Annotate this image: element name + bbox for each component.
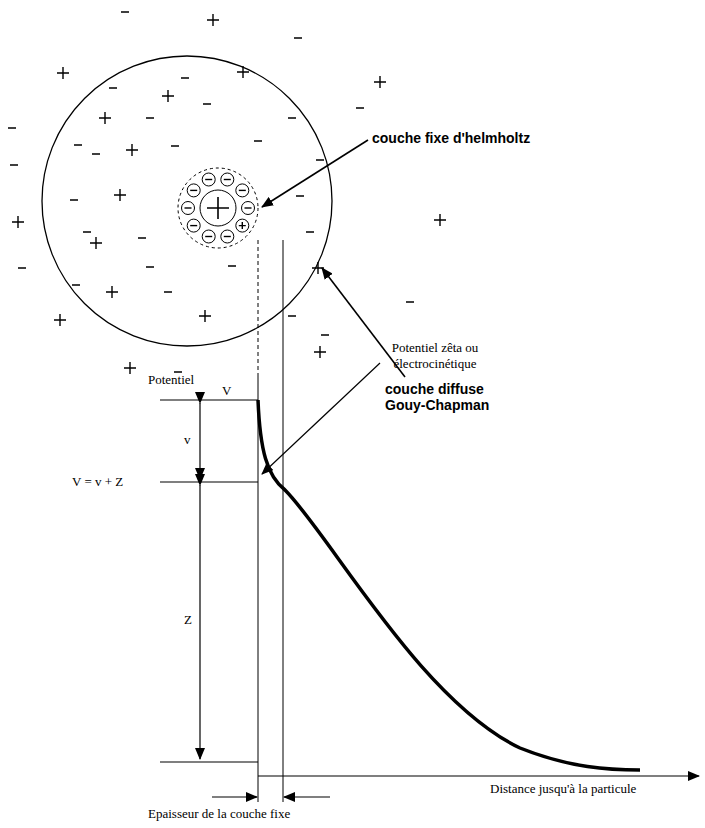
layer-boundary-line <box>283 375 284 802</box>
diffuse-layer-boundary <box>42 56 332 346</box>
core-charge <box>207 197 229 219</box>
potential-curve <box>258 400 640 770</box>
thickness-arrow <box>212 796 257 797</box>
ion-symbol <box>236 184 249 197</box>
zeta-label: Potentiel zêta ou électrocinétique <box>365 340 505 372</box>
particle-core <box>200 190 236 226</box>
leader-arrow <box>262 140 368 207</box>
ion-sign <box>190 190 197 191</box>
ion-sign <box>239 190 246 191</box>
ion-sign <box>224 236 231 237</box>
thickness-arrow <box>284 796 330 797</box>
ion-sign <box>245 207 252 208</box>
layer-label: couche fixe d'helmholtz <box>372 130 530 146</box>
adsorbed-ions <box>182 173 255 243</box>
level-line <box>160 399 258 400</box>
thickness-label: Epaisseur de la couche fixe <box>148 806 290 822</box>
shear-plane-line <box>283 240 284 375</box>
ion-sign <box>224 179 231 180</box>
equation-label: V = v + Z <box>72 474 123 490</box>
ion-sign <box>205 236 212 237</box>
ion-symbol <box>182 202 195 215</box>
layer-label: couche diffuse Gouy-Chapman <box>385 381 510 413</box>
ion-symbol <box>221 173 234 186</box>
positive-ion-signs <box>12 14 446 374</box>
level-line <box>160 761 258 762</box>
layer-boundary-line <box>258 375 259 802</box>
distance-axis <box>258 775 699 776</box>
helmholtz-plane-line <box>258 240 259 375</box>
leader-arrow <box>262 363 380 474</box>
dimension-arrow <box>199 485 200 759</box>
ion-sign <box>239 222 246 229</box>
potential-symbol: V <box>222 383 231 399</box>
leader-arrow <box>322 268 405 377</box>
potential-symbol: v <box>184 432 191 448</box>
ion-symbol <box>202 230 215 243</box>
negative-ion-signs <box>8 12 414 372</box>
ion-sign <box>185 207 192 208</box>
ion-symbol <box>221 230 234 243</box>
ion-symbol <box>242 202 255 215</box>
ion-symbol <box>236 219 249 232</box>
ion-symbol <box>187 184 200 197</box>
axis-label: Distance jusqu'à la particule <box>490 781 636 797</box>
potential-symbol: Z <box>184 612 192 628</box>
ion-symbol <box>202 173 215 186</box>
helmholtz-boundary <box>178 168 258 248</box>
ion-sign <box>190 225 197 226</box>
ion-sign <box>205 179 212 180</box>
level-line <box>160 481 258 482</box>
axis-label: Potentiel <box>148 372 194 388</box>
ion-symbol <box>187 219 200 232</box>
dimension-arrow <box>199 403 200 479</box>
